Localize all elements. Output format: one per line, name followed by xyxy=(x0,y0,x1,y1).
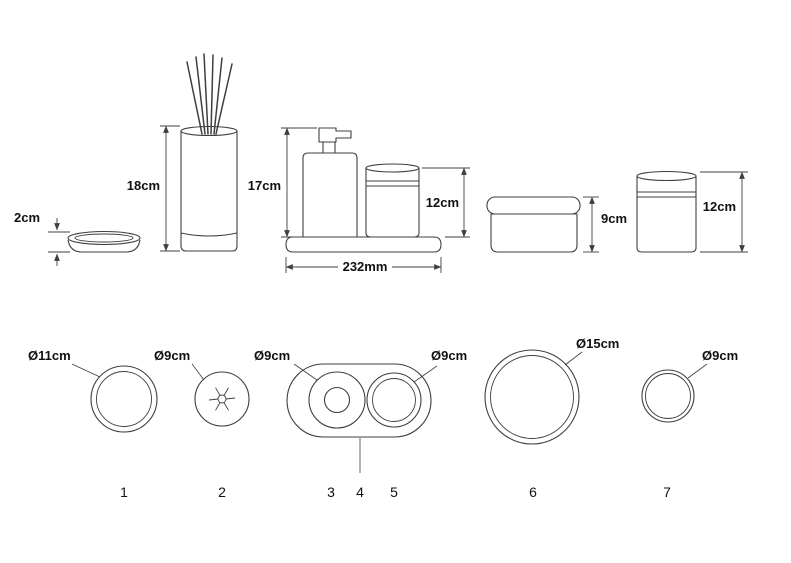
top-view-row: Ø11cm Ø9cm xyxy=(28,336,738,473)
tumbler-diameter-label: Ø9cm xyxy=(431,348,467,363)
diffuser-diameter-label: Ø9cm xyxy=(154,348,190,363)
item-number-5: 5 xyxy=(390,484,398,500)
leader-line xyxy=(293,363,318,381)
diffuser-cup-rim xyxy=(180,125,238,137)
dispenser-pump-circle xyxy=(323,386,351,414)
reed-top xyxy=(223,402,229,411)
tumbler-rim xyxy=(365,163,420,173)
reed-diffuser-side xyxy=(180,53,238,252)
reed-top xyxy=(223,387,229,396)
diffuser-circle xyxy=(194,371,250,427)
tray-length-dimension: 232mm xyxy=(285,257,442,274)
reeds-center xyxy=(217,394,227,404)
canister-outer-circle xyxy=(641,369,695,423)
leader-line xyxy=(564,351,583,366)
dish-inner-rim xyxy=(74,233,134,243)
leader-line xyxy=(71,363,101,378)
canister-height-dimension: 12cm xyxy=(700,171,748,253)
dispenser-height-dimension: 17cm xyxy=(248,127,317,238)
dish-rim xyxy=(67,230,141,246)
item-number-6: 6 xyxy=(529,484,537,500)
tray-outline xyxy=(286,363,432,438)
tumbler-body xyxy=(365,168,420,238)
dispenser-body xyxy=(302,152,358,237)
jar-top: Ø15cm xyxy=(484,336,619,445)
canister-body xyxy=(636,176,697,253)
dish-height-dimension: 2cm xyxy=(14,210,70,266)
tumbler-inner-circle xyxy=(372,378,416,422)
soap-dish-side xyxy=(67,230,141,253)
diffuser-cup-base-line xyxy=(180,232,238,237)
jar-height-label: 9cm xyxy=(601,211,627,226)
tray-top: Ø9cm Ø9cm xyxy=(254,348,467,473)
jar-diameter-label: Ø15cm xyxy=(576,336,619,351)
reed-stick xyxy=(203,53,209,135)
diffuser-cup-body xyxy=(180,131,238,252)
leader-line xyxy=(687,363,708,379)
dish-outer-circle xyxy=(90,365,158,433)
reed-stick xyxy=(186,61,203,135)
tumbler-top-circle xyxy=(366,372,422,428)
item-number-7: 7 xyxy=(663,484,671,500)
diffuser-height-label: 18cm xyxy=(127,178,160,193)
dish-body xyxy=(67,239,141,253)
leader-line xyxy=(191,363,205,381)
tray-length-label: 232mm xyxy=(343,259,388,274)
canister-height-label: 12cm xyxy=(703,199,736,214)
diffuser-height-dimension: 18cm xyxy=(127,125,180,252)
dispenser-top-circle xyxy=(308,371,366,429)
diffuser-top: Ø9cm xyxy=(154,348,250,427)
reed-top xyxy=(225,397,236,400)
tumbler-side xyxy=(365,163,420,238)
soap-dish-top: Ø11cm xyxy=(28,348,158,433)
soap-dispenser-side xyxy=(302,127,358,237)
reed-stick xyxy=(195,56,206,135)
canister-diameter-label: Ø9cm xyxy=(702,348,738,363)
jar-side xyxy=(486,196,581,253)
dispenser-pump-head xyxy=(318,127,352,143)
jar-inner-circle xyxy=(490,355,574,439)
jar-body xyxy=(490,213,578,253)
reed-top xyxy=(208,398,219,401)
dispenser-pump-stem xyxy=(322,141,336,153)
reed-stick xyxy=(215,63,233,135)
item-number-2: 2 xyxy=(218,484,226,500)
canister-side xyxy=(636,170,697,253)
item-number-labels: 1 2 3 4 5 6 7 xyxy=(120,484,671,500)
reeds-top-icon xyxy=(208,387,236,411)
jar-lid xyxy=(486,196,581,215)
item-number-1: 1 xyxy=(120,484,128,500)
tumbler-height-dimension: 12cm xyxy=(422,167,470,238)
tray-set-side xyxy=(285,127,442,253)
canister-rim xyxy=(636,170,697,182)
tumbler-height-label: 12cm xyxy=(426,195,459,210)
canister-top: Ø9cm xyxy=(641,348,738,423)
jar-outer-circle xyxy=(484,349,580,445)
reed-stick xyxy=(210,54,214,135)
dish-diameter-label: Ø11cm xyxy=(28,348,71,363)
item-number-4: 4 xyxy=(356,484,364,500)
reed-stick xyxy=(213,57,223,135)
reed-top xyxy=(215,387,221,396)
side-view-row: 2cm 18cm xyxy=(14,53,748,274)
dish-inner-circle xyxy=(96,371,152,427)
reed-top xyxy=(215,402,221,411)
leader-line xyxy=(413,365,438,383)
dispenser-height-label: 17cm xyxy=(248,178,281,193)
jar-height-dimension: 9cm xyxy=(583,196,627,253)
dish-height-label: 2cm xyxy=(14,210,40,225)
tray-side xyxy=(285,236,442,253)
dispenser-diameter-label: Ø9cm xyxy=(254,348,290,363)
item-number-3: 3 xyxy=(327,484,335,500)
canister-inner-circle xyxy=(645,373,691,419)
